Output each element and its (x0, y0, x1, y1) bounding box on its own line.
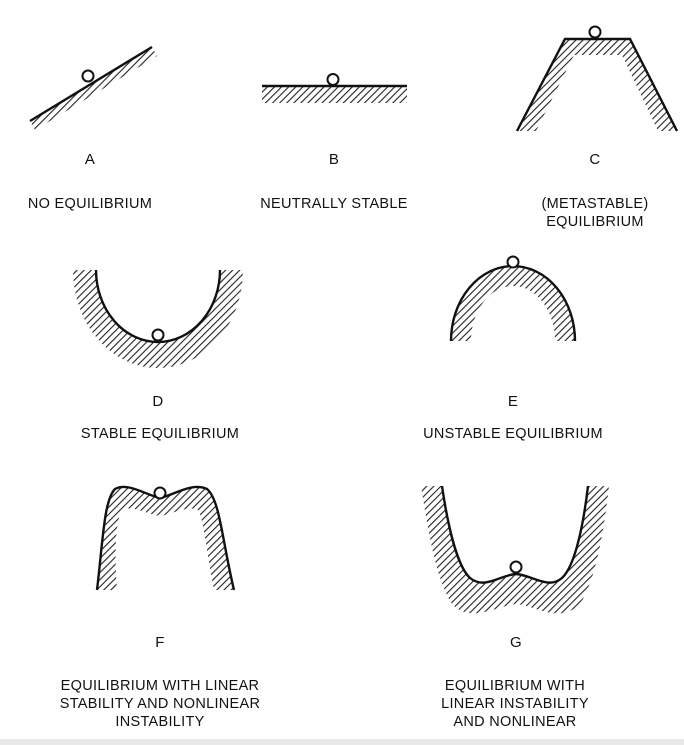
panel-f-caption: EQUILIBRIUM WITH LINEAR STABILITY AND NO… (59, 678, 261, 730)
panel-d-surface-line (94, 269, 222, 344)
bottom-edge-strip (0, 739, 684, 745)
panel-c-surface-line (515, 37, 679, 132)
panel-e-caption: UNSTABLE EQUILIBRIUM (423, 426, 603, 442)
panel-a-figure (29, 45, 157, 130)
panel-b-letter: B (328, 151, 340, 168)
panel-b-figure (262, 73, 407, 103)
panel-g-ball (509, 560, 523, 574)
panel-e-ball (506, 255, 520, 269)
panel-a-caption: NO EQUILIBRIUM (27, 196, 153, 212)
panel-f-figure (95, 485, 236, 591)
panel-c-figure (515, 25, 679, 132)
panel-c-hatched-surface (517, 39, 677, 131)
panel-g-surface-line (440, 485, 590, 584)
panel-e-hatched-surface (451, 266, 575, 341)
panel-a-surface-line (29, 45, 153, 123)
panel-f-ball (153, 486, 167, 500)
panel-f-hatched-surface (97, 486, 234, 590)
panel-g-caption: EQUILIBRIUM WITH LINEAR INSTABILITY AND … (441, 678, 589, 730)
panel-g-letter: G (510, 634, 522, 651)
panel-d-figure (73, 269, 243, 368)
panel-d-caption: STABLE EQUILIBRIUM (80, 426, 240, 442)
panel-b-caption: NEUTRALLY STABLE (260, 196, 408, 212)
panel-c-caption: (METASTABLE) EQUILIBRIUM (541, 196, 649, 230)
panel-e-letter: E (507, 393, 519, 410)
panel-c-ball (588, 25, 602, 39)
panel-a-ball (81, 69, 95, 83)
panel-d-letter: D (152, 393, 164, 410)
panel-c-letter: C (589, 151, 601, 168)
panel-g-figure (421, 485, 609, 614)
panel-e-figure (449, 255, 577, 342)
panel-a-letter: A (84, 151, 96, 168)
panel-a-hatched-surface (30, 47, 157, 130)
panel-g-hatched-surface (421, 486, 609, 614)
panel-d-hatched-surface (73, 270, 243, 368)
panel-b-ball (326, 73, 340, 86)
panel-f-letter: F (155, 634, 165, 651)
panel-b-hatched-surface (262, 86, 407, 103)
panel-d-ball (151, 328, 165, 342)
